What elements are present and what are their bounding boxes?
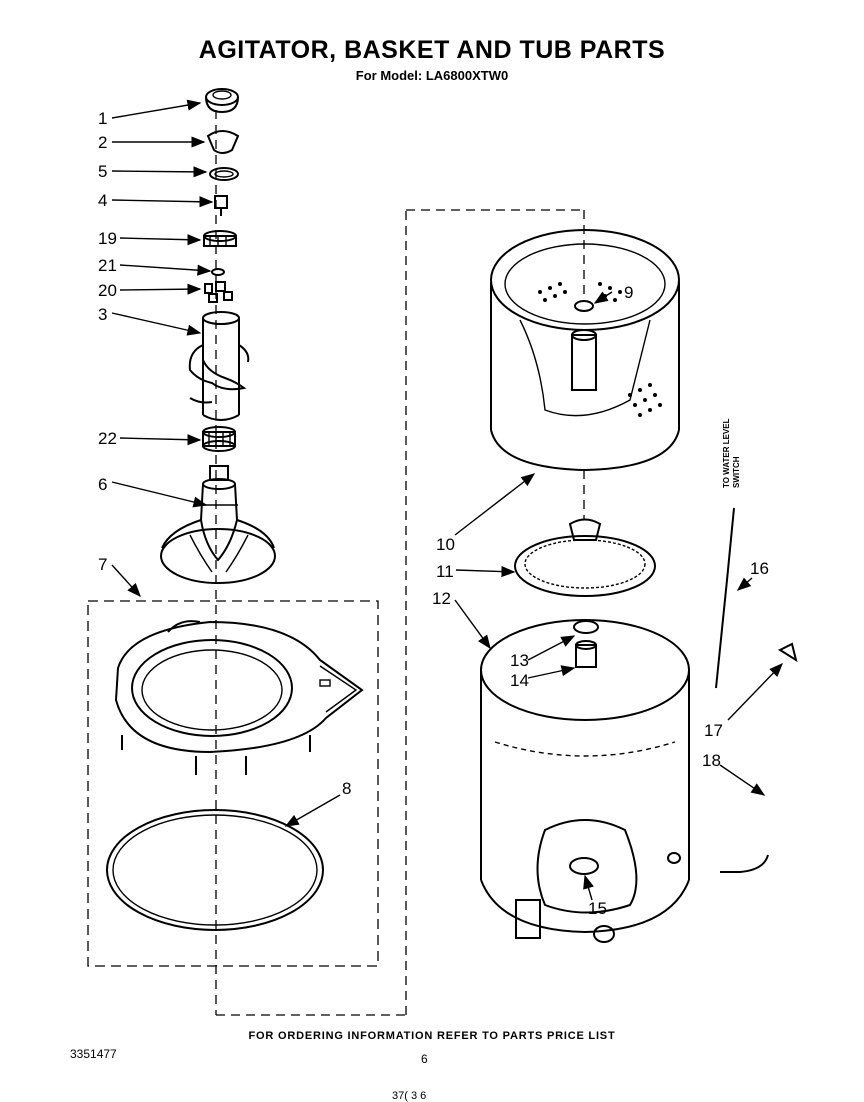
agitator-base-part (160, 465, 276, 584)
tub-ring-clip-part (573, 620, 599, 634)
ratchet-part (203, 230, 237, 247)
callout-4: 4 (98, 191, 107, 210)
tub-bearing-part (575, 640, 597, 668)
callout-10: 10 (436, 535, 455, 554)
ring-gasket-part (106, 809, 324, 931)
tub-ring-part (114, 620, 364, 775)
page-title: AGITATOR, BASKET AND TUB PARTS (198, 36, 666, 64)
callout-5: 5 (98, 162, 107, 181)
document-number: 3351477 (70, 1047, 117, 1061)
hose-clamp-part (777, 642, 798, 663)
water-level-switch-note: TO WATER LEVEL SWITCH (722, 400, 741, 490)
tub-ring-group-box (87, 600, 379, 967)
callout-14: 14 (510, 671, 529, 690)
dogs-part (204, 281, 233, 303)
callout-13: 13 (510, 651, 529, 670)
callout-18: 18 (702, 751, 721, 770)
callout-21: 21 (98, 256, 117, 275)
callout-12: 12 (432, 589, 451, 608)
callout-1: 1 (98, 109, 107, 128)
callout-8: 8 (342, 779, 351, 798)
assembly-centerline (215, 110, 585, 1016)
agitator-cover-part (206, 130, 240, 154)
drain-hose-part (720, 689, 783, 873)
model-subtitle: For Model: LA6800XTW0 (355, 68, 509, 83)
side-note-line1: TO WATER LEVEL (722, 418, 731, 488)
callout-22: 22 (98, 429, 117, 448)
callout-20: 20 (98, 281, 117, 300)
pressure-hose-part (715, 507, 735, 689)
callout-2: 2 (98, 133, 107, 152)
callout-numbers: 1 2 5 4 19 21 20 3 22 6 7 8 9 10 11 12 1… (98, 109, 769, 918)
callout-7: 7 (98, 555, 107, 574)
page-number: 6 (421, 1052, 428, 1066)
side-note-line2: SWITCH (732, 456, 741, 488)
callout-6: 6 (98, 475, 107, 494)
ordering-note: FOR ORDERING INFORMATION REFER TO PARTS … (248, 1030, 616, 1042)
washer-part (211, 268, 225, 276)
callout-11: 11 (436, 562, 454, 581)
bottom-mark: 37( 3 6 (392, 1090, 427, 1102)
agitator-dog-part (214, 195, 228, 216)
callout-19: 19 (98, 229, 117, 248)
tub-part (480, 619, 690, 943)
callout-16: 16 (750, 559, 769, 578)
callout-15: 15 (588, 899, 607, 918)
callout-leaders (111, 99, 783, 901)
seal-ring-part (209, 167, 239, 181)
agitator-cap-part (205, 88, 239, 114)
agitator-barrel-part (188, 311, 250, 421)
hub-seal-part (514, 518, 656, 597)
clutch-part (202, 426, 236, 452)
basket-part (490, 229, 680, 472)
callout-3: 3 (98, 305, 107, 324)
callout-17: 17 (704, 721, 723, 740)
callout-9: 9 (624, 283, 633, 302)
